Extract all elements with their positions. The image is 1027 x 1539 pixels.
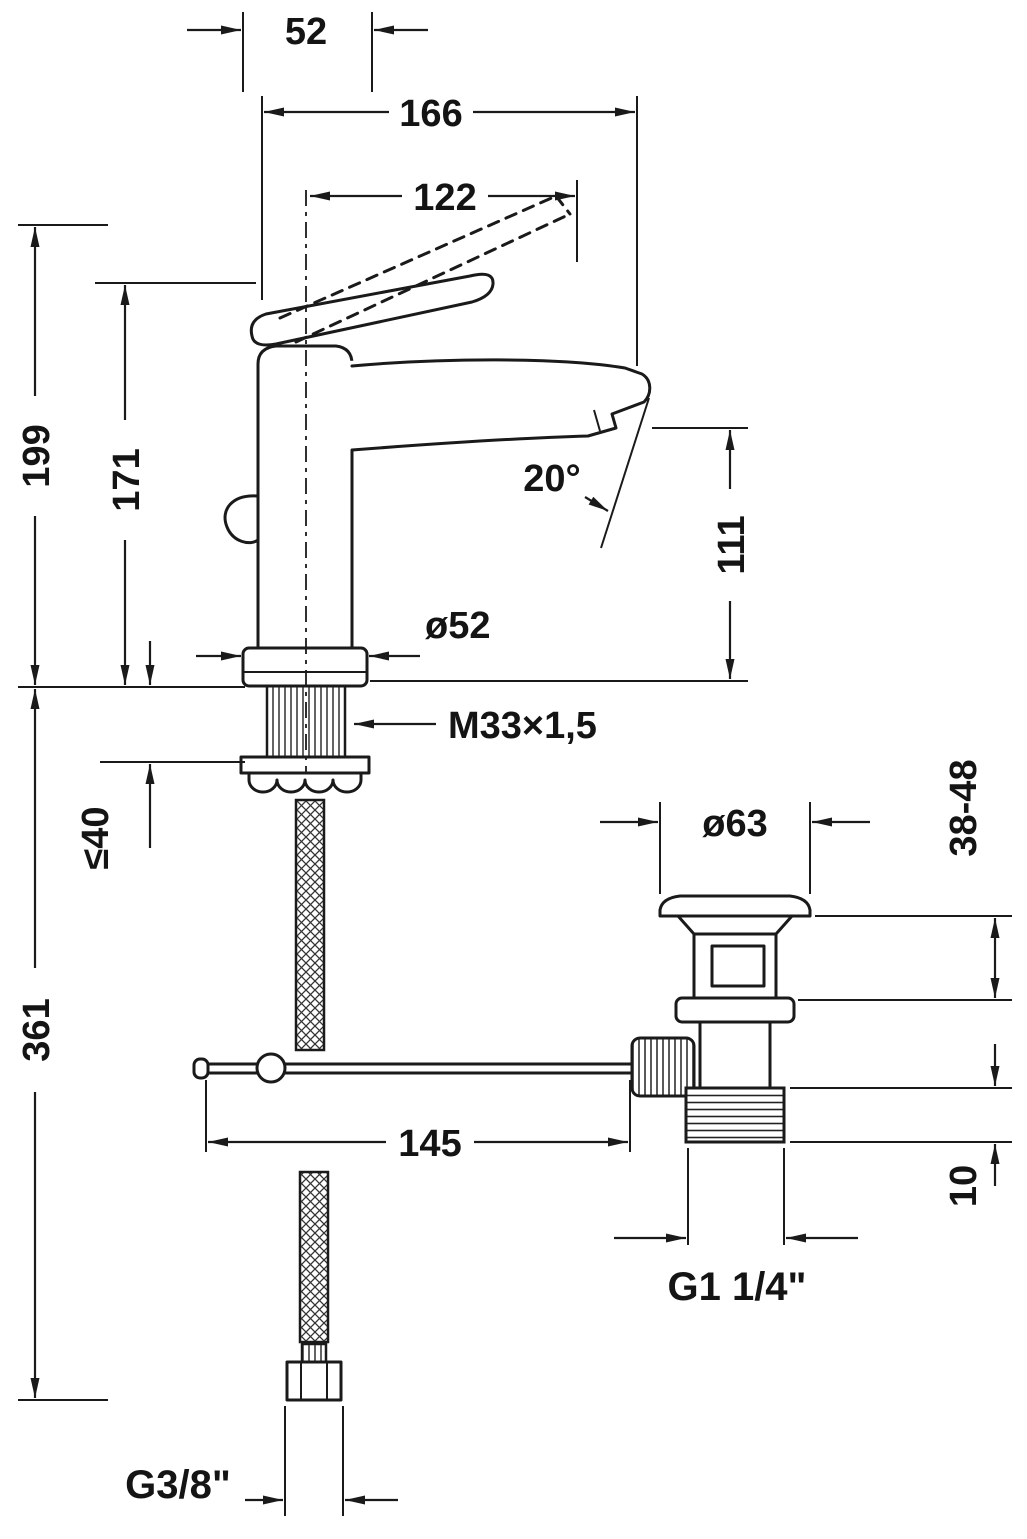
faucet-body	[256, 344, 354, 674]
overflow-slot	[710, 944, 766, 988]
aerator-icon	[593, 409, 617, 432]
base-escutcheon	[241, 646, 369, 688]
label-backgrounds	[18, 92, 750, 1162]
hose-nut	[285, 1360, 343, 1402]
supply-hose-lower	[298, 1170, 330, 1344]
stream-angle-line	[600, 397, 650, 549]
dim-height-lever-raised: 199	[16, 424, 58, 487]
extension-lines	[18, 12, 1012, 1516]
clamp-flange	[674, 996, 796, 1024]
faucet-body-group	[223, 190, 652, 1052]
supply-hose-lower-group	[285, 1170, 343, 1402]
waste-neck	[676, 914, 794, 936]
dim-supply-thread: G3/8"	[125, 1463, 231, 1507]
waste-flange	[658, 894, 812, 918]
dimension-lines	[30, 25, 1000, 1505]
drain-assembly-group	[630, 894, 812, 1144]
dimension-labels: 52 166 122 199 171 20° 111 ø52 M33×1,5 ≤…	[16, 11, 985, 1507]
dim-hose-drop-height: 361	[16, 998, 58, 1061]
dim-waste-flange-diameter: ø63	[702, 803, 767, 845]
supply-hose-upper	[294, 798, 326, 1052]
dim-shank-thread: M33×1,5	[448, 705, 597, 747]
dim-base-diameter: ø52	[425, 605, 490, 647]
mounting-nut	[247, 771, 363, 794]
side-pull-hook	[223, 494, 260, 545]
dim-clamping-range: 38-48	[943, 759, 985, 856]
popup-rod-group	[192, 1052, 652, 1084]
dim-cartridge-width: 52	[285, 11, 327, 53]
adjuster-knurled-knob	[630, 1036, 696, 1098]
dim-total-projection: 166	[399, 93, 462, 135]
waste-lower-body	[698, 1020, 772, 1090]
dim-outlet-height: 111	[711, 515, 753, 574]
dim-max-deck-thickness: ≤40	[75, 806, 117, 869]
spout-fill	[330, 358, 650, 452]
dim-spout-angle: 20°	[523, 458, 580, 500]
lever-handle	[249, 272, 495, 347]
spout-outline	[350, 358, 652, 452]
dim-waste-thread: G1 1/4"	[667, 1265, 806, 1309]
dim-height-body: 171	[106, 448, 148, 511]
mounting-washer	[239, 755, 371, 775]
waste-tailpiece-thread	[684, 1086, 786, 1144]
dim-rod-length: 145	[398, 1123, 461, 1165]
rod-ball-joint	[255, 1052, 287, 1084]
dim-spacing: 10	[943, 1165, 985, 1207]
dim-lever-projection: 122	[413, 177, 476, 219]
rod-end-cap	[192, 1057, 210, 1080]
